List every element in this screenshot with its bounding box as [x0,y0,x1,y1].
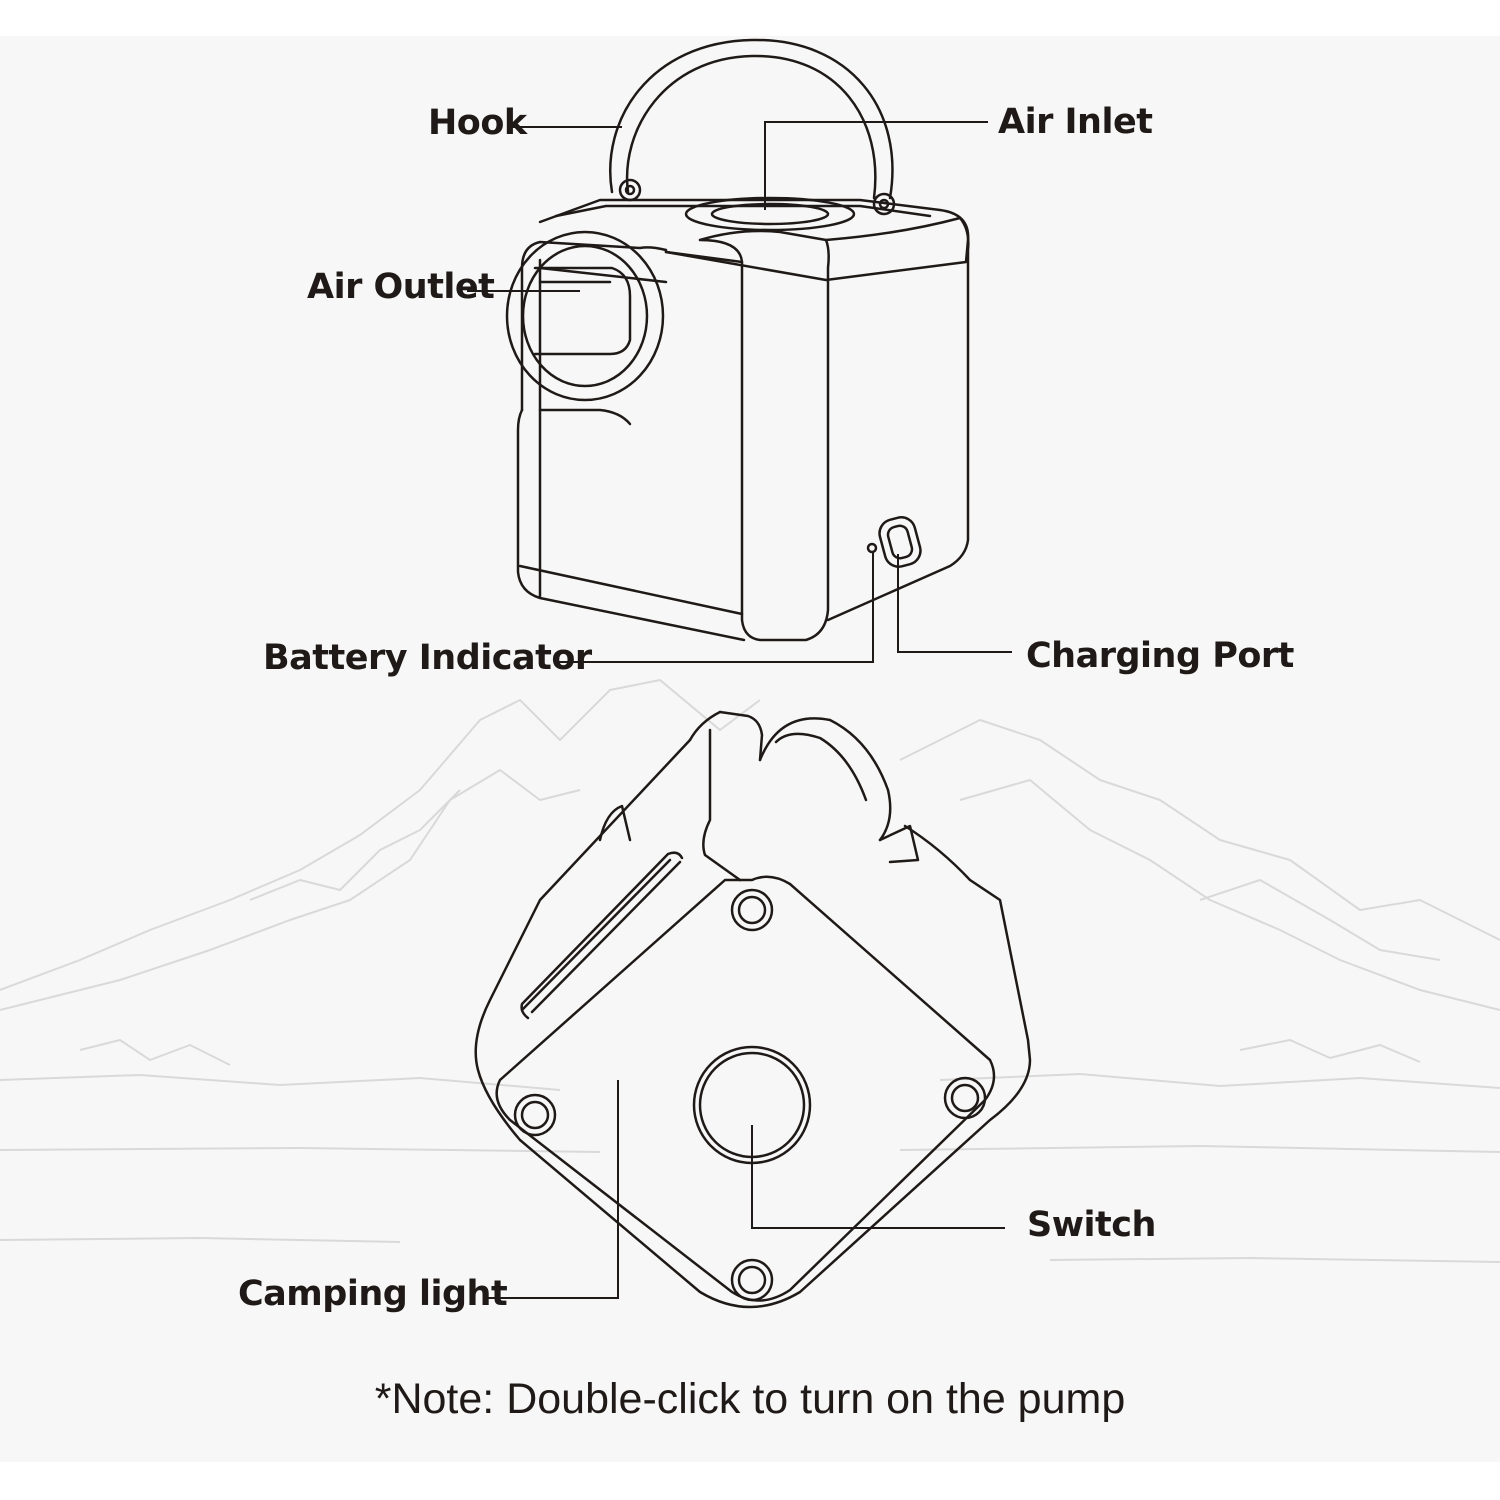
mountain-background [0,679,1500,1263]
label-battery-indicator: Battery Indicator [263,638,592,678]
switch-leader [751,1125,1005,1229]
camping-light-leader [488,1080,619,1299]
pump-bottom-view [474,710,1032,1309]
label-hook: Hook [428,103,527,143]
background-panel [0,36,1500,1462]
leader-lines [467,121,1012,1299]
charging-port-leader [897,554,1012,653]
label-camping-light: Camping light [238,1274,508,1314]
hook-handle [609,38,894,200]
battery-indicator-leader [557,553,874,663]
label-air-inlet: Air Inlet [998,102,1153,142]
air-inlet-leader [764,121,988,210]
usage-note: *Note: Double-click to turn on the pump [374,1375,1126,1423]
label-switch: Switch [1027,1205,1156,1245]
pump-front-view [505,38,970,642]
label-charging-port: Charging Port [1026,636,1294,676]
label-air-outlet: Air Outlet [307,267,495,307]
